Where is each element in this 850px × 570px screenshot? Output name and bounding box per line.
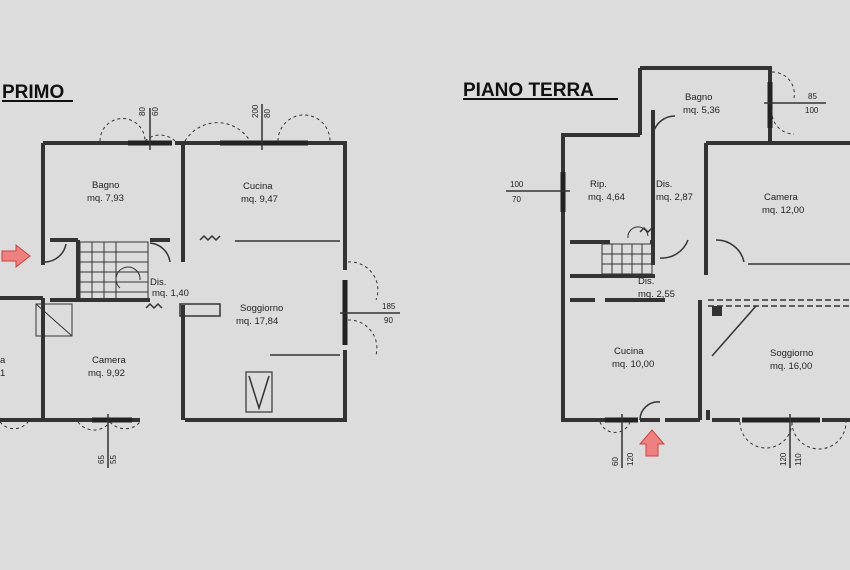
room-name: Dis. [656,179,672,190]
room-name: Camera [764,192,799,203]
terra-entrance-arrow-icon [638,429,666,457]
dimension-label: 100 [510,180,524,189]
dimension-label: 60 [611,457,620,466]
room-area: mq. 9,47 [241,194,278,205]
room-name: Soggiorno [240,303,283,314]
plan-title-primo: PRIMO [2,82,64,103]
room-area: mq. 5,36 [683,105,720,116]
dimension-label: 55 [109,455,118,464]
dimension-label: 85 [808,92,817,101]
room-name: Bagno [685,92,712,103]
room-name: Cucina [243,181,273,192]
dimension-label: 100 [805,106,819,115]
room-area: mq. 2,87 [656,192,693,203]
room-area: mq. 1,40 [152,288,189,299]
dimension-label: 60 [151,107,160,116]
primo-stair [35,241,149,337]
room-area: mq. 9,92 [88,368,125,379]
terra-outer-walls [640,66,850,145]
plan-primo: PRIMO [0,82,400,468]
room-area: mq. 4,64 [588,192,625,203]
plan-piano-terra: PIANO TERRA [463,66,850,468]
primo-entrance-arrow-icon [1,243,31,269]
dimension-label: 185 [382,302,396,311]
room-area: 1 [0,368,5,379]
dimension-label: 70 [512,195,521,204]
room-name: Soggiorno [770,348,813,359]
room-name: Bagno [92,180,119,191]
room-name: Rip. [590,179,607,190]
terra-stair [601,226,653,275]
room-area: mq. 10,00 [612,359,654,370]
dimension-label: 80 [138,107,147,116]
dimension-label: 120 [779,452,788,466]
room-area: mq. 16,00 [770,361,812,372]
dimension-label: 110 [794,453,803,466]
dimension-label: 65 [97,455,106,464]
room-name: Dis. [638,276,654,287]
dimension-label: 120 [626,452,635,466]
dimension-label: 80 [263,109,272,118]
room-area: mq. 2,55 [638,289,675,300]
dimension-label: 200 [251,104,260,118]
room-name: Camera [92,355,127,366]
room-name: a [0,355,6,366]
room-area: mq. 12,00 [762,205,804,216]
dimension-label: 90 [384,316,393,325]
primo-outer-walls [41,141,347,422]
plan-title-piano-terra: PIANO TERRA [463,80,594,101]
room-name: Cucina [614,346,644,357]
room-area: mq. 7,93 [87,193,124,204]
room-name: Dis. [150,277,166,288]
room-area: mq. 17,84 [236,316,278,327]
